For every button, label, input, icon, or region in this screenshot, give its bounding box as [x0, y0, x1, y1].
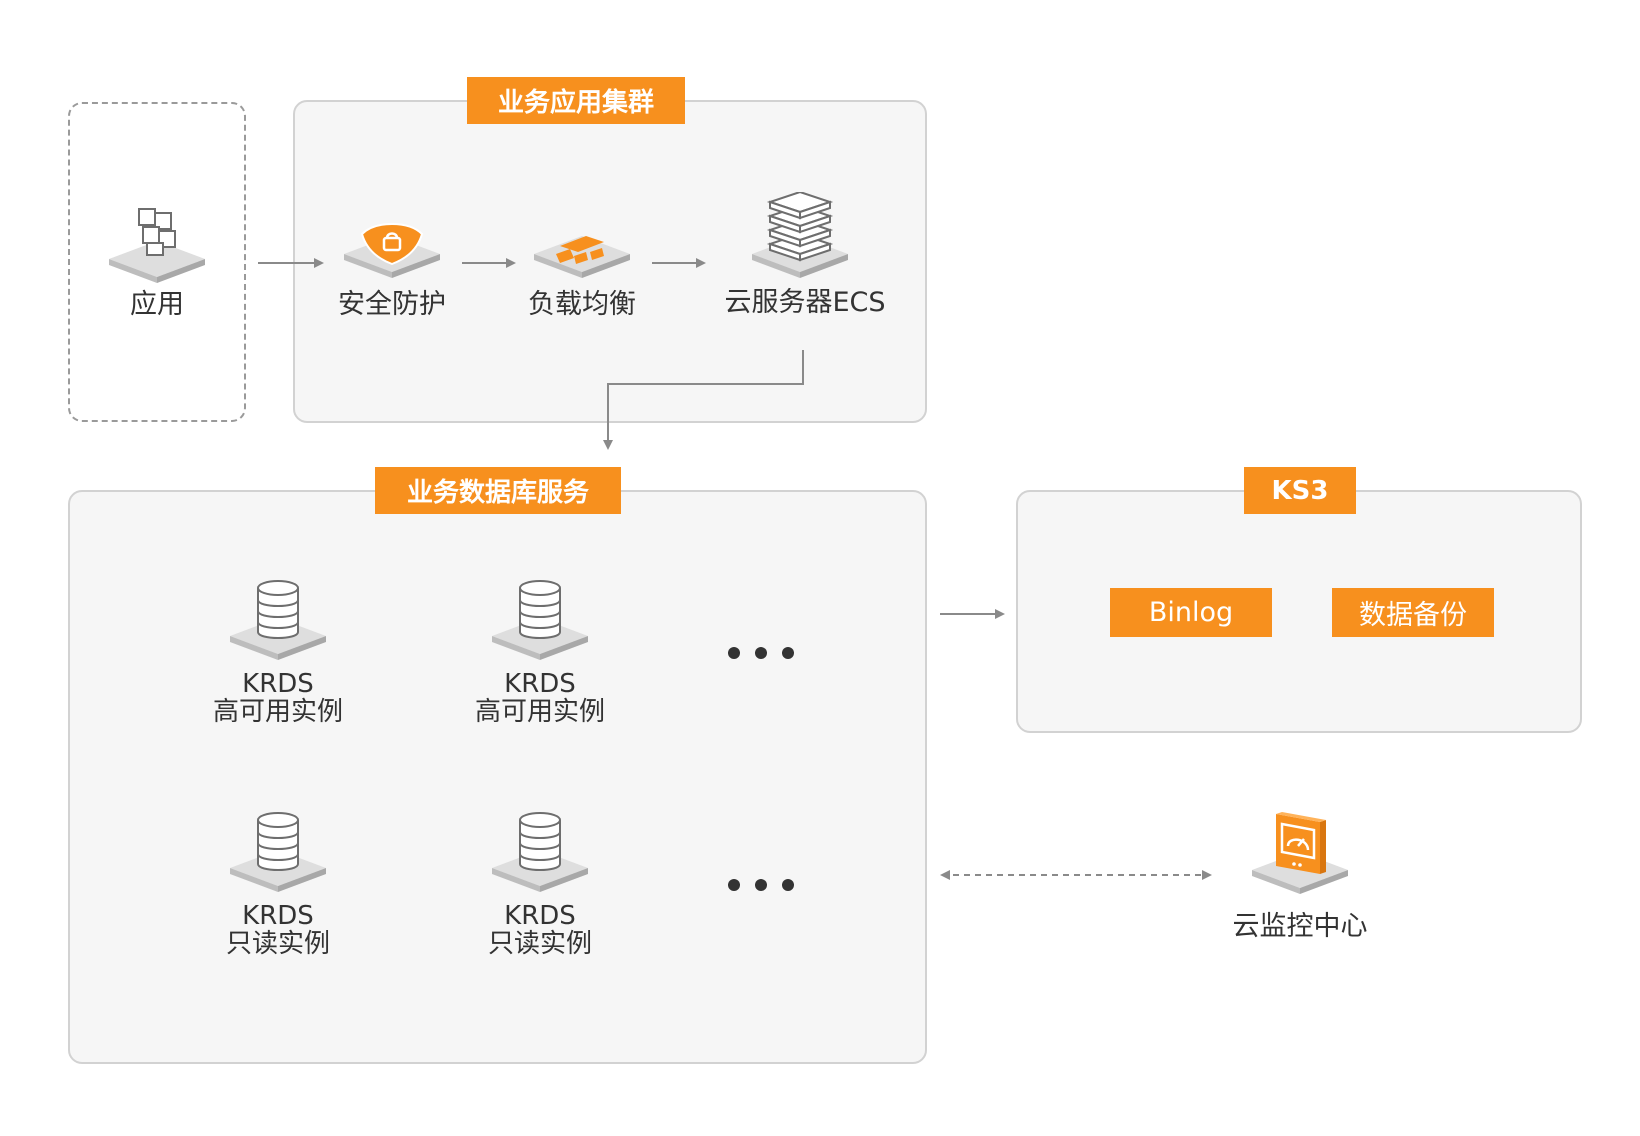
load-balancer-label: 负载均衡 — [528, 289, 636, 320]
krds-ha-1-label-line1: KRDS — [242, 669, 314, 699]
load-balancer-icon — [530, 218, 634, 284]
db-service-box — [68, 490, 927, 1064]
cubes-icon — [105, 203, 209, 283]
arrow-ecs-to-db — [603, 350, 804, 450]
database-icon — [488, 810, 592, 896]
db-service-title: 业务数据库服务 — [375, 467, 621, 514]
shield-icon — [340, 218, 444, 284]
krds-ha-1-label-line2: 高可用实例 — [212, 697, 343, 727]
krds-ro-2-label-line1: KRDS — [504, 901, 576, 931]
monitor-label: 云监控中心 — [1232, 911, 1368, 942]
backup-chip: 数据备份 — [1332, 588, 1494, 637]
ecs-label: 云服务器ECS — [724, 287, 886, 318]
krds-ro-1-label-line1: KRDS — [242, 901, 314, 931]
database-icon — [226, 810, 330, 896]
more-dots-icon — [726, 646, 796, 660]
database-icon — [488, 578, 592, 664]
ks3-title: KS3 — [1244, 467, 1356, 514]
krds-ro-2-label-line2: 只读实例 — [487, 929, 592, 959]
krds-ha-2-label-line1: KRDS — [504, 669, 576, 699]
krds-ro-1-label-line2: 只读实例 — [225, 929, 330, 959]
server-stack-icon — [748, 192, 852, 284]
monitor-gauge-icon — [1248, 808, 1352, 900]
app-dashed-container — [68, 102, 246, 422]
more-dots-icon — [726, 878, 796, 892]
app-label: 应用 — [130, 289, 184, 320]
binlog-chip: Binlog — [1110, 588, 1272, 637]
database-icon — [226, 578, 330, 664]
app-cluster-title: 业务应用集群 — [467, 77, 685, 124]
security-label: 安全防护 — [338, 289, 446, 320]
krds-ha-2-label-line2: 高可用实例 — [474, 697, 605, 727]
